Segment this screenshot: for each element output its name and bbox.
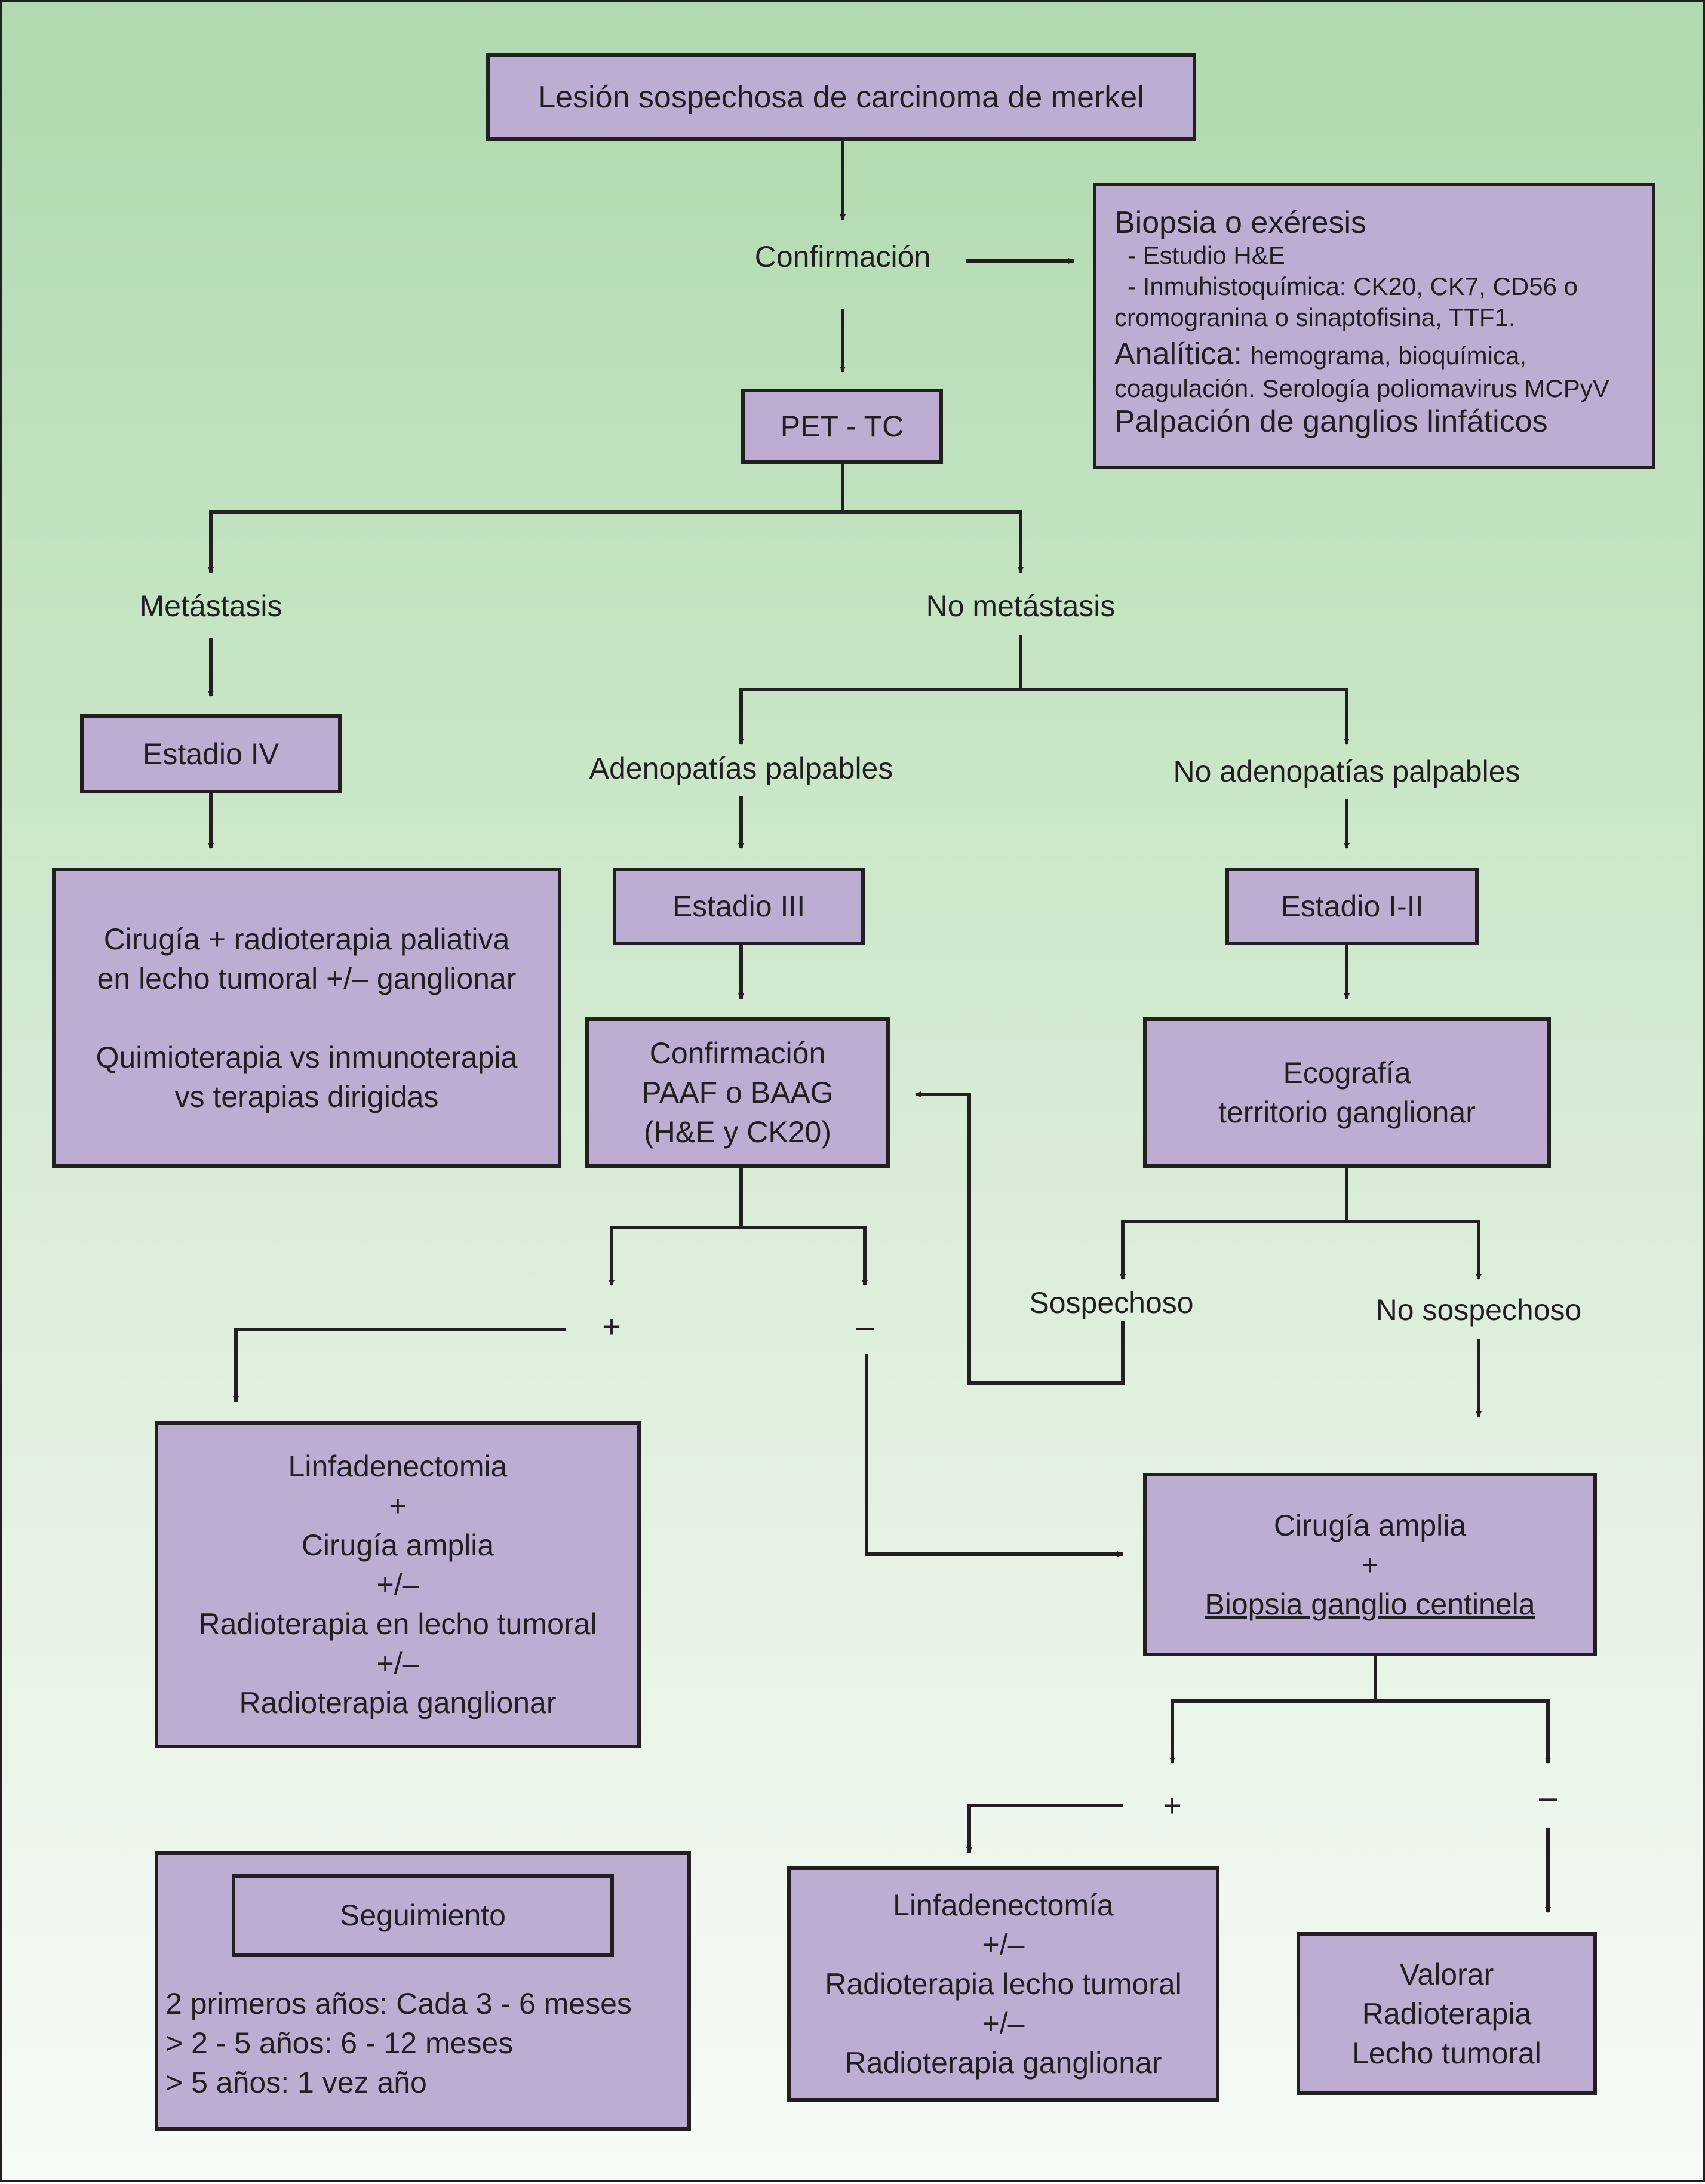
- estadio-iv-box: Estadio IV: [80, 714, 342, 793]
- tratamiento-iv-line-1: Cirugía + radioterapia paliativa: [103, 922, 510, 956]
- connector-no-metastasis-split: [739, 635, 1348, 739]
- linf2-line-5: Radioterapia ganglionar: [844, 2046, 1162, 2080]
- linf2-line-3: Radioterapia lecho tumoral: [825, 1967, 1182, 2001]
- plus-label-2: +: [1163, 1788, 1182, 1823]
- seguimiento-line-3: > 5 años: 1 vez año: [165, 2066, 427, 2099]
- linf1-line-1: Linfadenectomia: [288, 1450, 508, 1483]
- title-box: Lesión sospechosa de carcinoma de merkel: [486, 53, 1196, 141]
- biopsia-centinela-text: Biopsia ganglio centinela: [1205, 1587, 1535, 1621]
- estadio-i-ii-text: Estadio I-II: [1280, 890, 1424, 923]
- seguimiento-title-box: Seguimiento: [232, 1874, 614, 1957]
- seguimiento-line-2: > 2 - 5 años: 6 - 12 meses: [165, 2026, 514, 2060]
- paaf-line-2: PAAF o BAAG: [641, 1076, 834, 1109]
- estadio-iii-box: Estadio III: [613, 868, 865, 945]
- linfadenectomia-box-2: Linfadenectomía +/– Radioterapia lecho t…: [787, 1866, 1219, 2102]
- metastasis-label: Metástasis: [139, 589, 282, 623]
- ecografia-line-2: territorio ganglionar: [1218, 1096, 1476, 1129]
- connector-cirugia-split: [1171, 1656, 1550, 1757]
- seguimiento-lines: 2 primeros años: Cada 3 - 6 meses > 2 - …: [158, 1984, 632, 2102]
- linf2-line-4: +/–: [982, 2007, 1025, 2040]
- biopsia-heading: Biopsia o exéresis: [1114, 205, 1366, 240]
- adenopatias-label: Adenopatías palpables: [589, 752, 893, 785]
- pet-tc-box: PET - TC: [741, 389, 943, 464]
- connector-sospechoso-to-paaf: [933, 1093, 1125, 1385]
- valorar-box: Valorar Radioterapia Lecho tumoral: [1297, 1932, 1597, 2095]
- tratamiento-iv-line-3: Quimioterapia vs inmunoterapia: [96, 1040, 518, 1074]
- no-adenopatias-label: No adenopatías palpables: [1173, 755, 1520, 788]
- biopsia-item-2: - Inmuhistoquímica: CK20, CK7, CD56 o: [1128, 272, 1578, 300]
- minus-label-2: –: [1538, 1779, 1557, 1815]
- paaf-line-3: (H&E y CK20): [644, 1115, 831, 1149]
- linf1-line-5: Radioterapia en lecho tumoral: [198, 1607, 597, 1641]
- tratamiento-iv-line-2: en lecho tumoral +/– ganglionar: [97, 961, 517, 995]
- estadio-i-ii-box: Estadio I-II: [1225, 868, 1479, 945]
- ecografia-line-1: Ecografía: [1283, 1056, 1411, 1090]
- linf1-line-2: +: [389, 1489, 407, 1522]
- valorar-line-3: Lecho tumoral: [1352, 2036, 1541, 2070]
- seguimiento-line-1: 2 primeros años: Cada 3 - 6 meses: [165, 1987, 632, 2020]
- pet-tc-text: PET - TC: [780, 410, 904, 443]
- estadio-iv-text: Estadio IV: [143, 737, 279, 771]
- linf2-line-1: Linfadenectomía: [893, 1888, 1114, 1922]
- diagnostico-box: Biopsia o exéresis - Estudio H&E - Inmuh…: [1093, 183, 1655, 469]
- paaf-line-1: Confirmación: [649, 1036, 826, 1070]
- ecografia-box: Ecografía territorio ganglionar: [1143, 1017, 1551, 1168]
- analitica-text: hemograma, bioquímica,: [1250, 342, 1527, 370]
- seguimiento-title: Seguimiento: [340, 1899, 506, 1932]
- analitica-text-2: coagulación. Serología poliomavirus MCPy…: [1114, 374, 1609, 402]
- confirmacion-paaf-box: Confirmación PAAF o BAAG (H&E y CK20): [585, 1017, 890, 1168]
- palpacion-text: Palpación de ganglios linfáticos: [1114, 404, 1548, 439]
- linf1-line-4: +/–: [376, 1568, 419, 1601]
- cirugia-line-1: Cirugía amplia: [1273, 1508, 1467, 1542]
- cirugia-line-2: +: [1361, 1548, 1379, 1582]
- linf1-line-6: +/–: [376, 1647, 419, 1680]
- connector-plus2-to-linfadenectomia2: [967, 1804, 1123, 1844]
- title-text: Lesión sospechosa de carcinoma de merkel: [538, 79, 1144, 115]
- linfadenectomia-box-1: Linfadenectomia + Cirugía amplia +/– Rad…: [155, 1421, 641, 1748]
- confirmacion-label: Confirmación: [754, 240, 931, 273]
- cirugia-amplia-box: Cirugía amplia + Biopsia ganglio centine…: [1143, 1473, 1597, 1656]
- tratamiento-iv-box: Cirugía + radioterapia paliativa en lech…: [52, 868, 561, 1168]
- connector-ecografia-split: [1121, 1168, 1480, 1274]
- connector-paaf-split: [610, 1168, 867, 1279]
- analitica-label: Analítica:: [1114, 337, 1242, 371]
- tratamiento-iv-line-4: vs terapias dirigidas: [174, 1079, 439, 1113]
- connector-plus-to-linfadenectomia: [234, 1328, 566, 1393]
- no-metastasis-label: No metástasis: [926, 589, 1116, 623]
- valorar-line-2: Radioterapia: [1362, 1997, 1532, 2031]
- no-sospechoso-label: No sospechoso: [1375, 1293, 1582, 1327]
- minus-label-1: –: [855, 1309, 874, 1345]
- valorar-line-1: Valorar: [1399, 1957, 1494, 1991]
- connector-minus-to-cirugia: [865, 1354, 1113, 1556]
- biopsia-item-3: cromogranina o sinaptofisina, TTF1.: [1114, 303, 1516, 331]
- plus-label-1: +: [602, 1309, 621, 1345]
- seguimiento-box: Seguimiento 2 primeros años: Cada 3 - 6 …: [155, 1851, 691, 2131]
- estadio-iii-text: Estadio III: [672, 890, 806, 923]
- connector-pet-split: [209, 464, 1022, 569]
- linf1-line-7: Radioterapia ganglionar: [239, 1686, 557, 1719]
- sospechoso-label: Sospechoso: [1029, 1286, 1194, 1319]
- linf1-line-3: Cirugía amplia: [301, 1528, 494, 1562]
- linf2-line-2: +/–: [982, 1928, 1025, 1961]
- analitica-line: Analítica: hemograma, bioquímica,: [1114, 337, 1526, 373]
- biopsia-item-1: - Estudio H&E: [1128, 241, 1285, 269]
